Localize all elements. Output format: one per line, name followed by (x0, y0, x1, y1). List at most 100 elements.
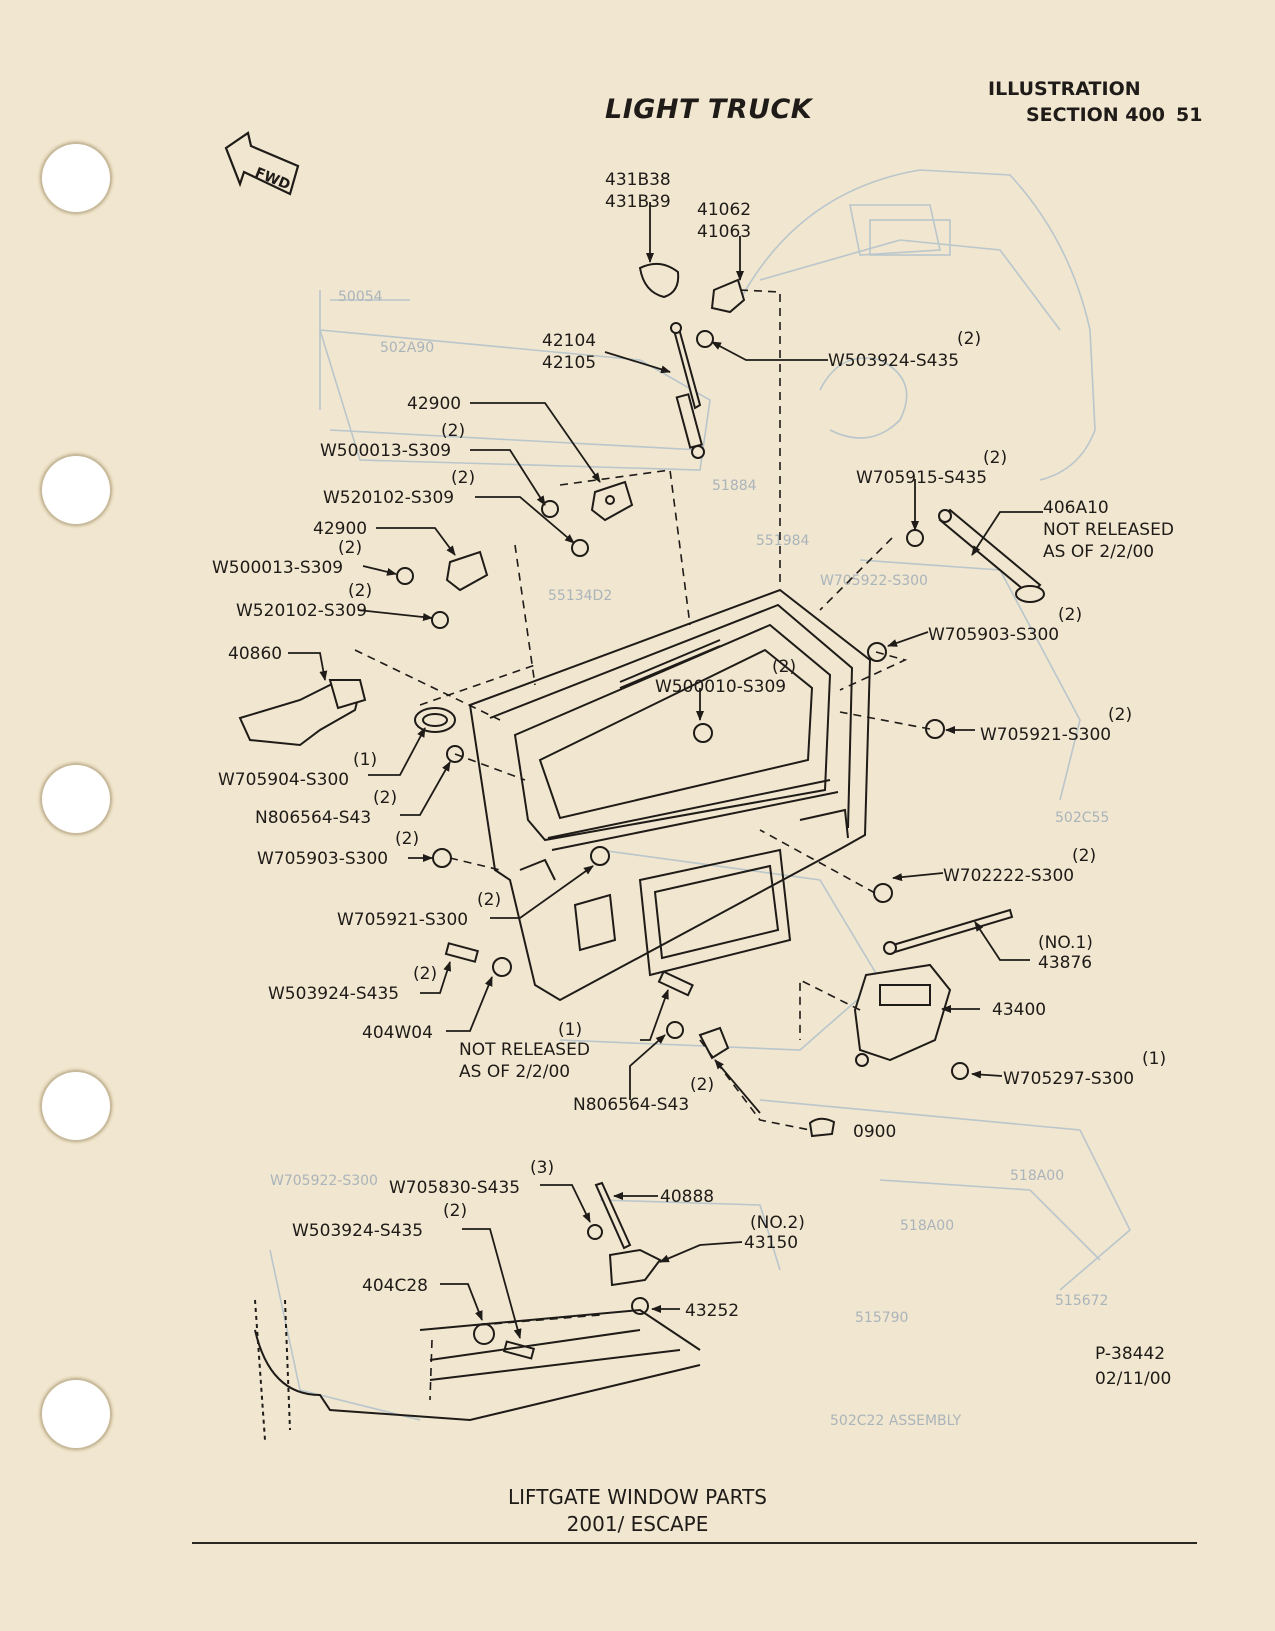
footer-divider (192, 1542, 1197, 1544)
clip-part (492, 957, 512, 977)
svg-text:W705922-S300: W705922-S300 (270, 1173, 378, 1189)
callout-label: (2)W705903-S300 (928, 605, 1082, 645)
latch-assembly-part (853, 963, 952, 1062)
washer-part (571, 539, 589, 557)
svg-text:502C22 ASSEMBLY: 502C22 ASSEMBLY (830, 1413, 962, 1429)
nut-part (873, 883, 893, 903)
callout-label: (1)W705904-S300 (218, 750, 377, 790)
striker-part (631, 1297, 649, 1315)
caption-title: LIFTGATE WINDOW PARTS (508, 1485, 767, 1509)
forward-arrow-icon: FWD (224, 131, 300, 196)
bumper-pad-part (638, 262, 680, 299)
callout-label: (2)W503924-S435 (268, 964, 437, 1004)
release-rod-part (594, 1181, 632, 1250)
bolt-part (502, 1340, 536, 1360)
callout-label: (2)W705915-S435 (856, 448, 1007, 488)
callout-label: (2)W503924-S435 (828, 329, 981, 371)
callout-label: 404W04 (362, 1023, 433, 1043)
callout-label: (2)W705921-S300 (337, 890, 501, 930)
svg-text:51884: 51884 (712, 478, 757, 494)
svg-text:502C55: 502C55 (1055, 810, 1109, 826)
latch-rod-part (891, 908, 1014, 954)
bumper-part (808, 1117, 836, 1138)
reference-date: 02/11/00 (1095, 1369, 1172, 1389)
callout-label: (NO.2)43150 (744, 1213, 805, 1253)
bolt-part (693, 723, 713, 743)
svg-text:50054: 50054 (338, 289, 383, 305)
callout-label: (2)W705921-S300 (980, 705, 1132, 745)
strut-bracket-part (710, 278, 746, 314)
callout-label: (1)W705297-S300 (1003, 1049, 1166, 1089)
svg-text:515790: 515790 (855, 1310, 908, 1326)
callout-label: (2)W520102-S309 (236, 581, 372, 621)
caption-model: 2001/ ESCAPE (566, 1512, 709, 1536)
clip-part (951, 1062, 969, 1080)
callout-label: 404C28 (362, 1276, 428, 1296)
svg-text:W705922-S300: W705922-S300 (820, 573, 928, 589)
callout-label: 43252 (685, 1301, 739, 1321)
svg-text:502A90: 502A90 (380, 340, 434, 356)
section-label: SECTION 400 (1026, 104, 1165, 126)
callout-label: (2)W705903-S300 (257, 829, 419, 869)
liftgate-panel (468, 588, 872, 1002)
callout-label: (NO.1)43876 (1038, 933, 1093, 973)
hinge-part (445, 550, 489, 592)
background-ghost-labels: 50054 502A90 51884 551984 55134D2 W70592… (270, 289, 1109, 1429)
callout-label: (2)W702222-S300 (943, 846, 1096, 886)
page-title: LIGHT TRUCK (605, 94, 813, 125)
washer-part (431, 611, 449, 629)
callout-label: (3)W705830-S435 (389, 1158, 554, 1198)
reference-number: P-38442 (1095, 1344, 1166, 1364)
svg-text:55134D2: 55134D2 (548, 588, 612, 604)
callout-label: (2)W520102-S309 (323, 468, 475, 508)
bolt-part (541, 500, 559, 518)
leader-lines (288, 202, 1043, 1339)
page-number: 51 (1176, 104, 1203, 126)
bolt-part (696, 330, 714, 348)
callout-label: 40860 (228, 644, 282, 664)
binder-hole (40, 763, 112, 835)
wiper-motor-part (238, 678, 362, 747)
callout-label: (2)W500013-S309 (212, 538, 362, 578)
callout-label: 40888 (660, 1187, 714, 1207)
bolt-part (396, 567, 414, 585)
gas-strut-part (938, 508, 1042, 597)
bumper-part (473, 1323, 495, 1345)
bracket-part (698, 1026, 730, 1060)
binder-hole (40, 454, 112, 526)
binder-hole (40, 1378, 112, 1450)
svg-text:518A00: 518A00 (1010, 1168, 1064, 1184)
callout-label: (2)W500010-S309 (655, 657, 796, 697)
callout-label: 0900 (853, 1122, 896, 1142)
bolt-part (657, 970, 694, 997)
callout-label: 42900 (407, 394, 461, 414)
stud-part (906, 529, 924, 547)
binder-hole (40, 1070, 112, 1142)
callout-label: (2)N806564-S43 (573, 1075, 714, 1115)
alignment-lines (354, 289, 931, 1401)
bolt-part (444, 942, 480, 963)
svg-text:551984: 551984 (756, 533, 810, 549)
binder-hole (40, 142, 112, 214)
window-latch-part (608, 1248, 662, 1287)
callout-label: 42900 (313, 519, 367, 539)
callout-label: (2)W503924-S435 (292, 1201, 467, 1241)
callout-label: (2)N806564-S43 (255, 788, 397, 828)
clip-part (432, 848, 452, 868)
svg-text:518A00: 518A00 (900, 1218, 954, 1234)
bolt-part (587, 1224, 603, 1240)
nut-part (666, 1021, 684, 1039)
illustration-label: ILLUSTRATION (988, 78, 1141, 100)
callout-label: (2)W500013-S309 (320, 421, 465, 461)
clip-part (590, 846, 610, 866)
svg-text:515672: 515672 (1055, 1293, 1108, 1309)
callout-label: 43400 (992, 1000, 1046, 1020)
